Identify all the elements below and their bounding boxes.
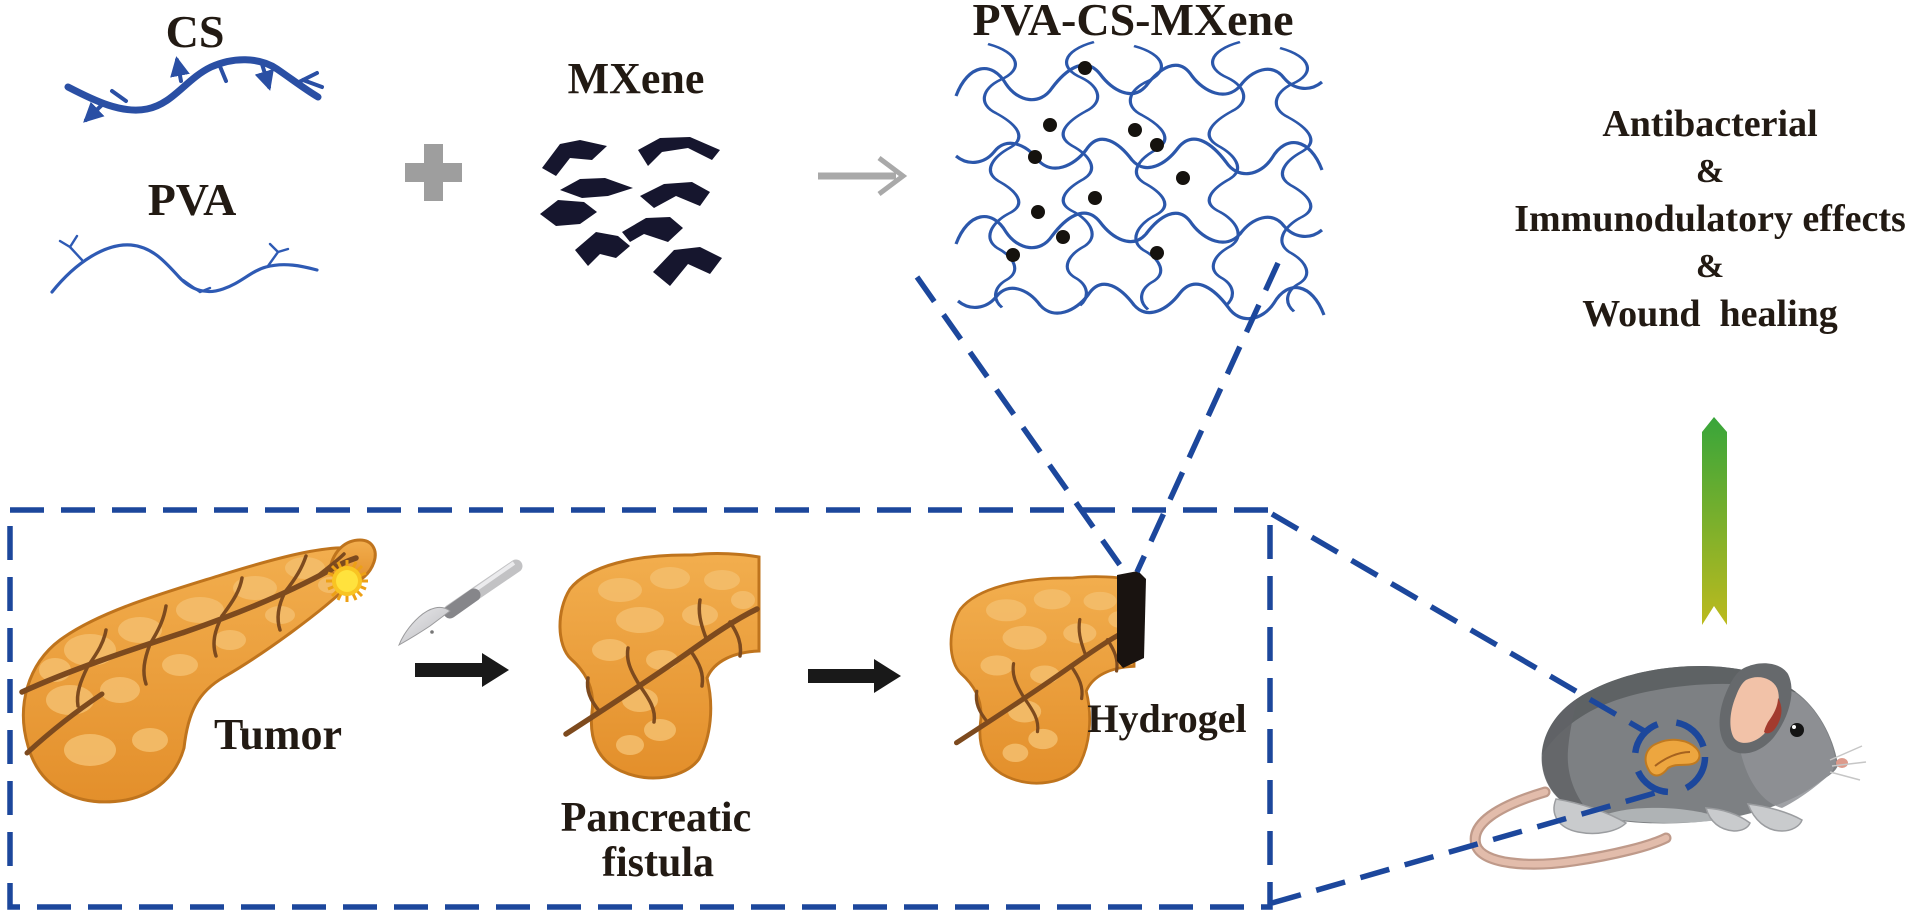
scalpel-icon <box>398 559 523 647</box>
effects-text-block: Antibacterial & Immunodulatory effects &… <box>1514 100 1906 338</box>
tumor-label: Tumor <box>214 710 342 759</box>
cs-label: CS <box>165 6 225 57</box>
ampersand: & <box>1695 153 1725 190</box>
pancreas-hydrogel-illustration <box>951 571 1146 783</box>
box-to-mouse-line <box>1270 511 1648 735</box>
tumor-icon <box>326 560 368 602</box>
network-to-hydrogel-line <box>914 275 1125 570</box>
dashed-connectors <box>7 261 1709 910</box>
pva-label: PVA <box>147 174 237 225</box>
pva-chain-icon <box>50 234 319 294</box>
mxene-dots-in-network <box>1006 61 1190 262</box>
mouse-tail <box>1469 786 1672 870</box>
box-to-mouse-line <box>1271 788 1663 906</box>
mouse-front-paw <box>1704 807 1751 832</box>
figure-title: PVA-CS-MXene <box>972 0 1294 45</box>
pancreas-in-mouse <box>1644 738 1701 777</box>
mouse-nose <box>1836 758 1848 768</box>
arrow-right-black-icon <box>415 653 509 687</box>
pancreatic-fistula-label-line2: fistula <box>601 840 715 886</box>
mxene-flakes-icon <box>540 137 722 286</box>
effect-antibacterial: Antibacterial <box>1602 103 1818 145</box>
effect-immunomodulatory: Immunodulatory effects <box>1514 198 1906 240</box>
arrow-right-black-icon <box>808 659 901 693</box>
pancreatic-fistula-label-line1: Pancreatic <box>560 795 752 841</box>
hydrogel-patch <box>1117 571 1146 668</box>
mouse-whiskers <box>1829 745 1867 781</box>
effect-wound-healing: Wound healing <box>1582 293 1838 335</box>
pancreas-fistula-illustration <box>560 554 759 778</box>
plus-icon <box>405 144 462 201</box>
cs-chain-icon <box>64 56 324 123</box>
effect-gradient-arrow-icon <box>1702 417 1727 625</box>
arrow-right-gray-icon <box>818 156 908 196</box>
mouse-ear <box>1719 663 1792 754</box>
network-to-hydrogel-line <box>1134 261 1281 574</box>
pancreas-target-circle <box>1631 718 1709 796</box>
ampersand: & <box>1695 248 1725 285</box>
dashed-zoom-box <box>7 507 1273 910</box>
mxene-label: MXene <box>567 54 705 103</box>
hydrogel-label: Hydrogel <box>1087 696 1247 741</box>
mouse-eye <box>1790 723 1804 737</box>
pancreas-tumor-illustration <box>19 538 377 804</box>
mouse-illustration <box>1469 663 1867 870</box>
mouse-front-paw <box>1746 803 1803 832</box>
